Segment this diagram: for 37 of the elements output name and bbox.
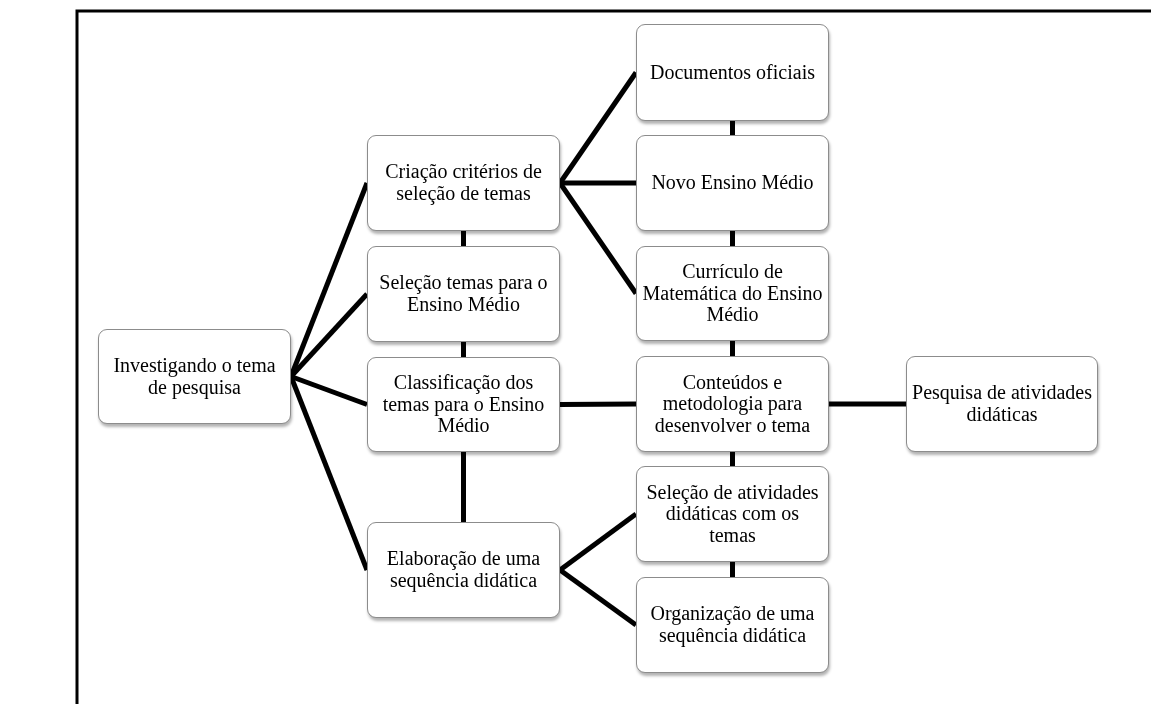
box-text: Seleção de atividades didáticas com os temas [645,481,820,547]
process-box [367,246,560,342]
connector-line [730,452,735,466]
box-text: Criação critérios de seleção de temas [384,161,543,205]
connector-line [730,562,735,577]
box-text: Organização de uma sequência didática [649,603,816,647]
connector-line [461,342,466,357]
process-box [636,466,829,562]
process-box [367,135,560,231]
connector-line [558,512,638,572]
process-box [636,24,829,121]
process-box [906,356,1098,452]
process-box [367,357,560,452]
box-text: Documentos oficiais [650,61,815,84]
connector-line [730,341,735,356]
box-text: Novo Ensino Médio [651,172,814,194]
connector-line [730,121,735,135]
connector-line [829,401,906,407]
connector-line [560,180,636,186]
process-box [636,577,829,673]
connector-line [461,452,466,522]
process-box [98,329,291,424]
process-box [636,246,829,341]
process-box [636,356,829,452]
box-text: Currículo de Matemática do Ensino Médio [641,261,824,326]
box-text: Elaboração de uma sequência didática [385,548,542,592]
box-text: Pesquisa de atividades didáticas [911,382,1093,426]
box-text: Seleção temas para o Ensino Médio [378,272,549,316]
box-text: Classificação dos temas para o Ensino Médio [381,372,546,437]
box-text: Conteúdos e metodologia para desenvolver o tema [653,371,812,437]
connector-line [558,567,638,628]
process-box [367,522,560,618]
process-box [636,135,829,231]
connector-line [560,401,636,407]
connector-line [730,231,735,246]
connector-line [461,231,466,246]
box-text: Investigando o tema de pesquisa [112,354,277,399]
